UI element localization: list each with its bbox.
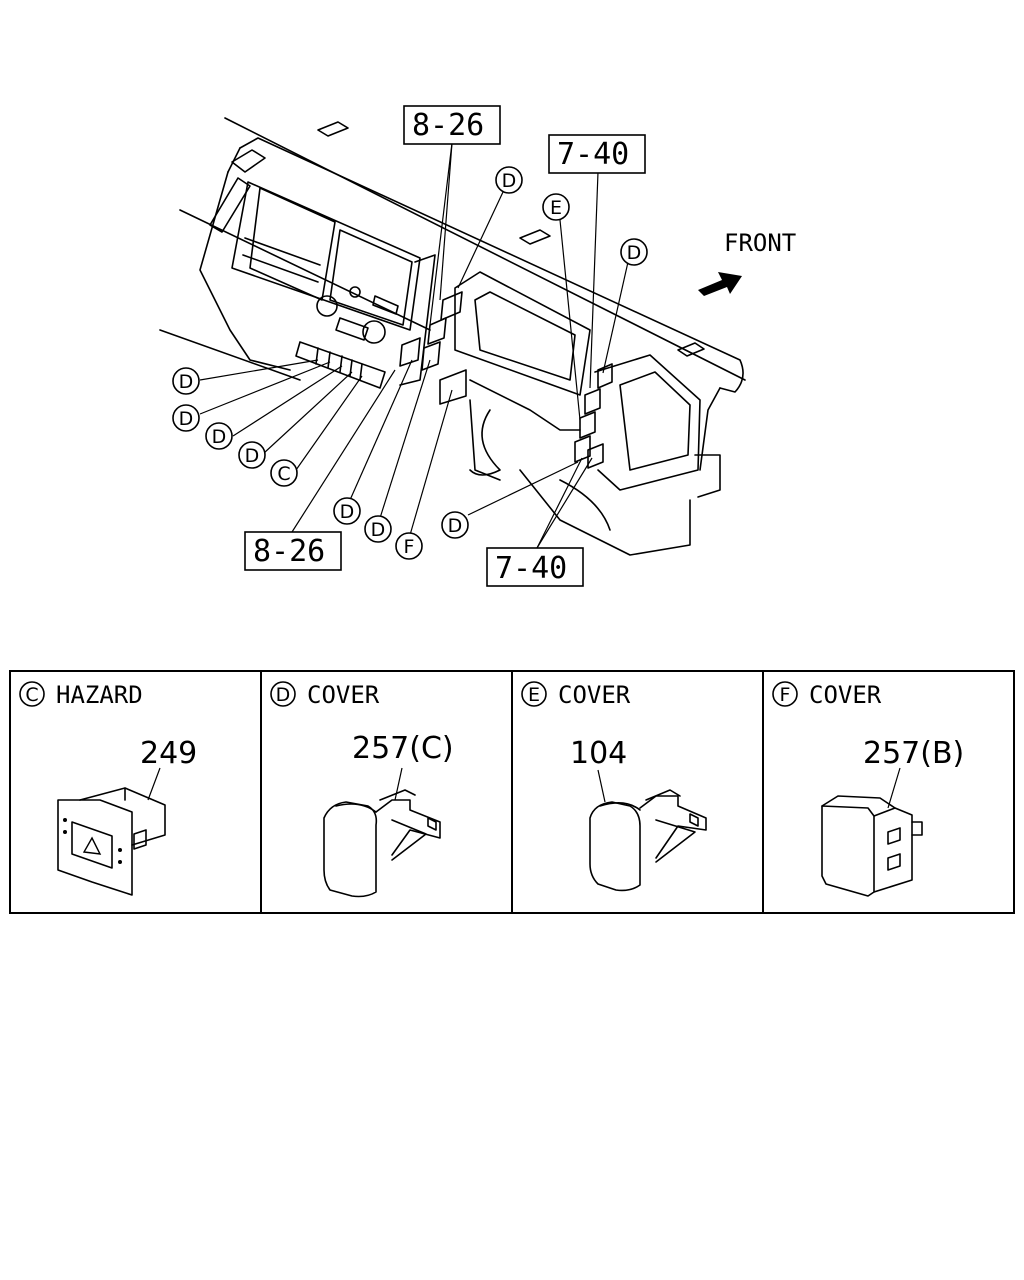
parts-cell-cover-f: F COVER 257(B) <box>772 681 964 897</box>
svg-text:7-40: 7-40 <box>495 551 567 586</box>
cell-letter: D <box>276 684 291 706</box>
ref-box-bottom-left: 8-26 <box>244 531 342 571</box>
cell-name: HAZARD <box>56 681 143 709</box>
part-number: 257(C) <box>352 731 454 766</box>
svg-text:7-40: 7-40 <box>557 137 629 172</box>
front-arrow-icon <box>698 272 742 296</box>
svg-text:D: D <box>627 242 642 264</box>
callout-d-top: D <box>495 166 523 194</box>
front-label: FRONT <box>724 229 796 257</box>
parts-cell-hazard: C HAZARD 249 <box>19 681 197 896</box>
cell-letter: F <box>780 684 791 706</box>
svg-text:D: D <box>340 501 355 523</box>
hazard-switch-icon <box>57 787 166 896</box>
svg-text:D: D <box>245 445 260 467</box>
callout-d-right: D <box>620 238 648 266</box>
svg-text:E: E <box>550 197 562 219</box>
ref-box-bottom-right: 7-40 <box>486 547 584 587</box>
parts-table <box>9 670 1015 914</box>
cell-name: COVER <box>558 681 631 709</box>
cover-257b-icon <box>821 795 923 897</box>
svg-text:8-26: 8-26 <box>412 108 484 143</box>
parts-cell-cover-e: E COVER 104 <box>521 681 707 892</box>
callout-d-bottom-2: D <box>364 515 392 543</box>
part-number: 104 <box>570 736 627 771</box>
dashboard-illustration <box>159 117 746 556</box>
cell-letter: E <box>528 684 540 706</box>
svg-text:C: C <box>277 463 290 485</box>
part-number: 249 <box>140 736 197 771</box>
cover-257c-icon <box>323 789 441 898</box>
cell-name: COVER <box>809 681 882 709</box>
svg-text:D: D <box>179 371 194 393</box>
svg-text:8-26: 8-26 <box>253 534 325 569</box>
ref-box-top-right: 7-40 <box>548 134 646 174</box>
parts-cell-cover-d: D COVER 257(C) <box>270 681 454 898</box>
svg-text:D: D <box>212 426 227 448</box>
svg-text:D: D <box>448 515 463 537</box>
part-number: 257(B) <box>863 736 964 771</box>
cover-104-icon <box>589 789 707 892</box>
svg-text:F: F <box>404 536 415 558</box>
callout-f-bottom: F <box>395 532 423 560</box>
cell-letter: C <box>25 684 38 706</box>
callout-d-left-3: D <box>205 422 233 450</box>
callout-d-left-1: D <box>172 367 200 395</box>
svg-text:D: D <box>179 408 194 430</box>
cell-name: COVER <box>307 681 380 709</box>
callout-c-left: C <box>270 459 298 487</box>
callout-d-bottom-1: D <box>333 497 361 525</box>
callout-d-bottom-right: D <box>441 511 469 539</box>
callout-d-left-4: D <box>238 441 266 469</box>
svg-text:D: D <box>502 170 517 192</box>
callout-e-top: E <box>542 193 570 221</box>
callout-d-left-2: D <box>172 404 200 432</box>
ref-box-top-center: 8-26 <box>403 105 501 145</box>
leader-lines <box>199 142 629 549</box>
svg-text:D: D <box>371 519 386 541</box>
